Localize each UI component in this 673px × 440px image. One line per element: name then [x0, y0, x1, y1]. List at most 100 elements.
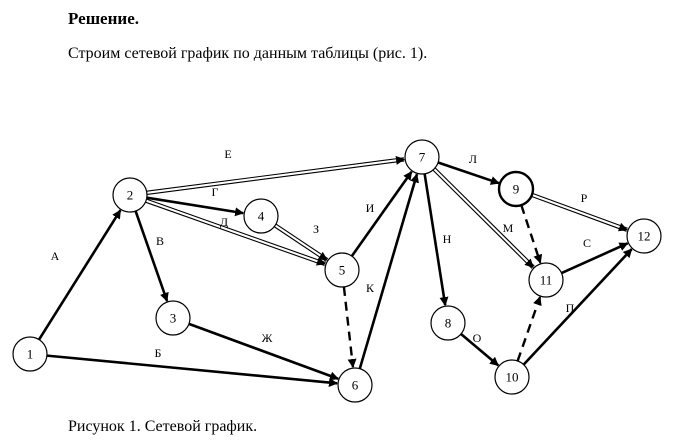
node-label: 11: [540, 273, 553, 288]
node-circle: [497, 170, 535, 208]
edge-label: Е: [224, 147, 231, 161]
edge-2-7: Е: [146, 147, 406, 195]
edge-arrowhead: [524, 258, 534, 268]
edge-line: [560, 242, 629, 275]
edge-1-6: Б: [46, 346, 338, 388]
node-circle: [324, 252, 360, 288]
node-label: 1: [27, 347, 34, 362]
edges-layer: А Б В Г Д Е Ж З И К Л М Н О П Р С: [37, 147, 633, 388]
node-12: 12: [626, 218, 662, 254]
edge-line: [350, 170, 413, 257]
edge-5-6: [342, 286, 357, 369]
edge-label: Г: [212, 185, 219, 199]
edge-label: А: [51, 249, 60, 263]
node-label: 8: [445, 316, 452, 331]
node-circle: [12, 336, 48, 372]
node-label: 10: [506, 370, 519, 385]
edge-label: П: [566, 301, 575, 315]
edge-line: [460, 332, 500, 367]
edge-4-5: З: [273, 222, 329, 262]
edge-line: [145, 201, 325, 267]
edge-7-9: Л: [437, 152, 500, 185]
node-label: 9: [513, 182, 520, 197]
edge-label: Р: [581, 191, 588, 205]
node-circle: [337, 367, 373, 403]
edge-label: О: [473, 331, 482, 345]
node-3: 3: [155, 300, 191, 336]
node-5: 5: [324, 252, 360, 288]
edge-label: С: [583, 236, 591, 250]
node-6: 6: [337, 367, 373, 403]
edge-line: [146, 198, 326, 264]
node-label: 5: [339, 263, 346, 278]
edge-10-12: П: [522, 248, 633, 366]
edge-line: [432, 169, 533, 269]
edge-2-4: Г: [146, 185, 245, 217]
node-10: 10: [494, 359, 530, 395]
edge-6-7: К: [358, 173, 419, 370]
edge-line: [516, 296, 542, 362]
edge-label: Ж: [262, 331, 273, 345]
edge-line: [531, 195, 627, 232]
edge-8-10: О: [460, 331, 500, 367]
node-2: 2: [112, 177, 148, 213]
edge-line: [134, 210, 169, 302]
edge-9-11: [520, 204, 543, 264]
edge-line: [532, 192, 628, 229]
edge-2-5: Д: [145, 198, 326, 267]
intro-paragraph: Строим сетевой график по данным таблицы …: [68, 45, 428, 62]
edge-9-12: Р: [531, 191, 628, 232]
node-9: 9: [497, 170, 535, 208]
edge-label: К: [366, 281, 375, 295]
edge-10-11: [516, 296, 542, 362]
edge-label: В: [156, 234, 164, 248]
edge-5-7: И: [350, 170, 413, 257]
edge-line: [520, 204, 543, 264]
edge-line: [188, 322, 339, 381]
node-label: 3: [170, 311, 177, 326]
edge-line: [273, 226, 327, 262]
node-circle: [430, 305, 466, 341]
edge-line: [46, 354, 338, 388]
node-circle: [155, 300, 191, 336]
node-label: 7: [419, 150, 426, 165]
edge-label: Д: [220, 215, 228, 229]
edge-line: [342, 286, 357, 369]
edge-line: [146, 196, 245, 217]
edge-line: [146, 160, 405, 195]
node-label: 2: [127, 188, 134, 203]
edge-line: [423, 173, 449, 307]
section-heading: Решение.: [68, 9, 139, 28]
edge-label: Б: [155, 346, 162, 360]
node-label: 6: [352, 378, 359, 393]
edge-label: Н: [443, 232, 452, 246]
node-4: 4: [243, 198, 279, 234]
edge-arrowhead: [315, 257, 326, 266]
edge-label: З: [313, 222, 319, 236]
node-8: 8: [430, 305, 466, 341]
edge-line: [358, 173, 419, 370]
node-1: 1: [12, 336, 48, 372]
edge-7-8: Н: [423, 173, 452, 307]
edge-line: [522, 248, 633, 366]
edge-line: [37, 209, 122, 341]
edge-arrowhead: [617, 222, 628, 232]
node-label: 12: [638, 229, 651, 244]
edge-arrowhead: [317, 251, 328, 261]
edge-label: М: [503, 221, 514, 235]
node-circle: [494, 359, 530, 395]
edge-1-2: А: [37, 209, 122, 341]
edge-line: [437, 161, 500, 185]
node-7: 7: [404, 139, 440, 175]
node-circle: [404, 139, 440, 175]
node-circle: [243, 198, 279, 234]
edge-line: [434, 167, 535, 267]
node-circle: [112, 177, 148, 213]
edge-11-12: С: [560, 236, 629, 275]
node-circle: [626, 218, 662, 254]
edge-3-6: Ж: [188, 322, 339, 381]
edge-line: [146, 157, 405, 192]
edge-7-11: М: [432, 167, 535, 269]
edge-label: И: [366, 201, 375, 215]
